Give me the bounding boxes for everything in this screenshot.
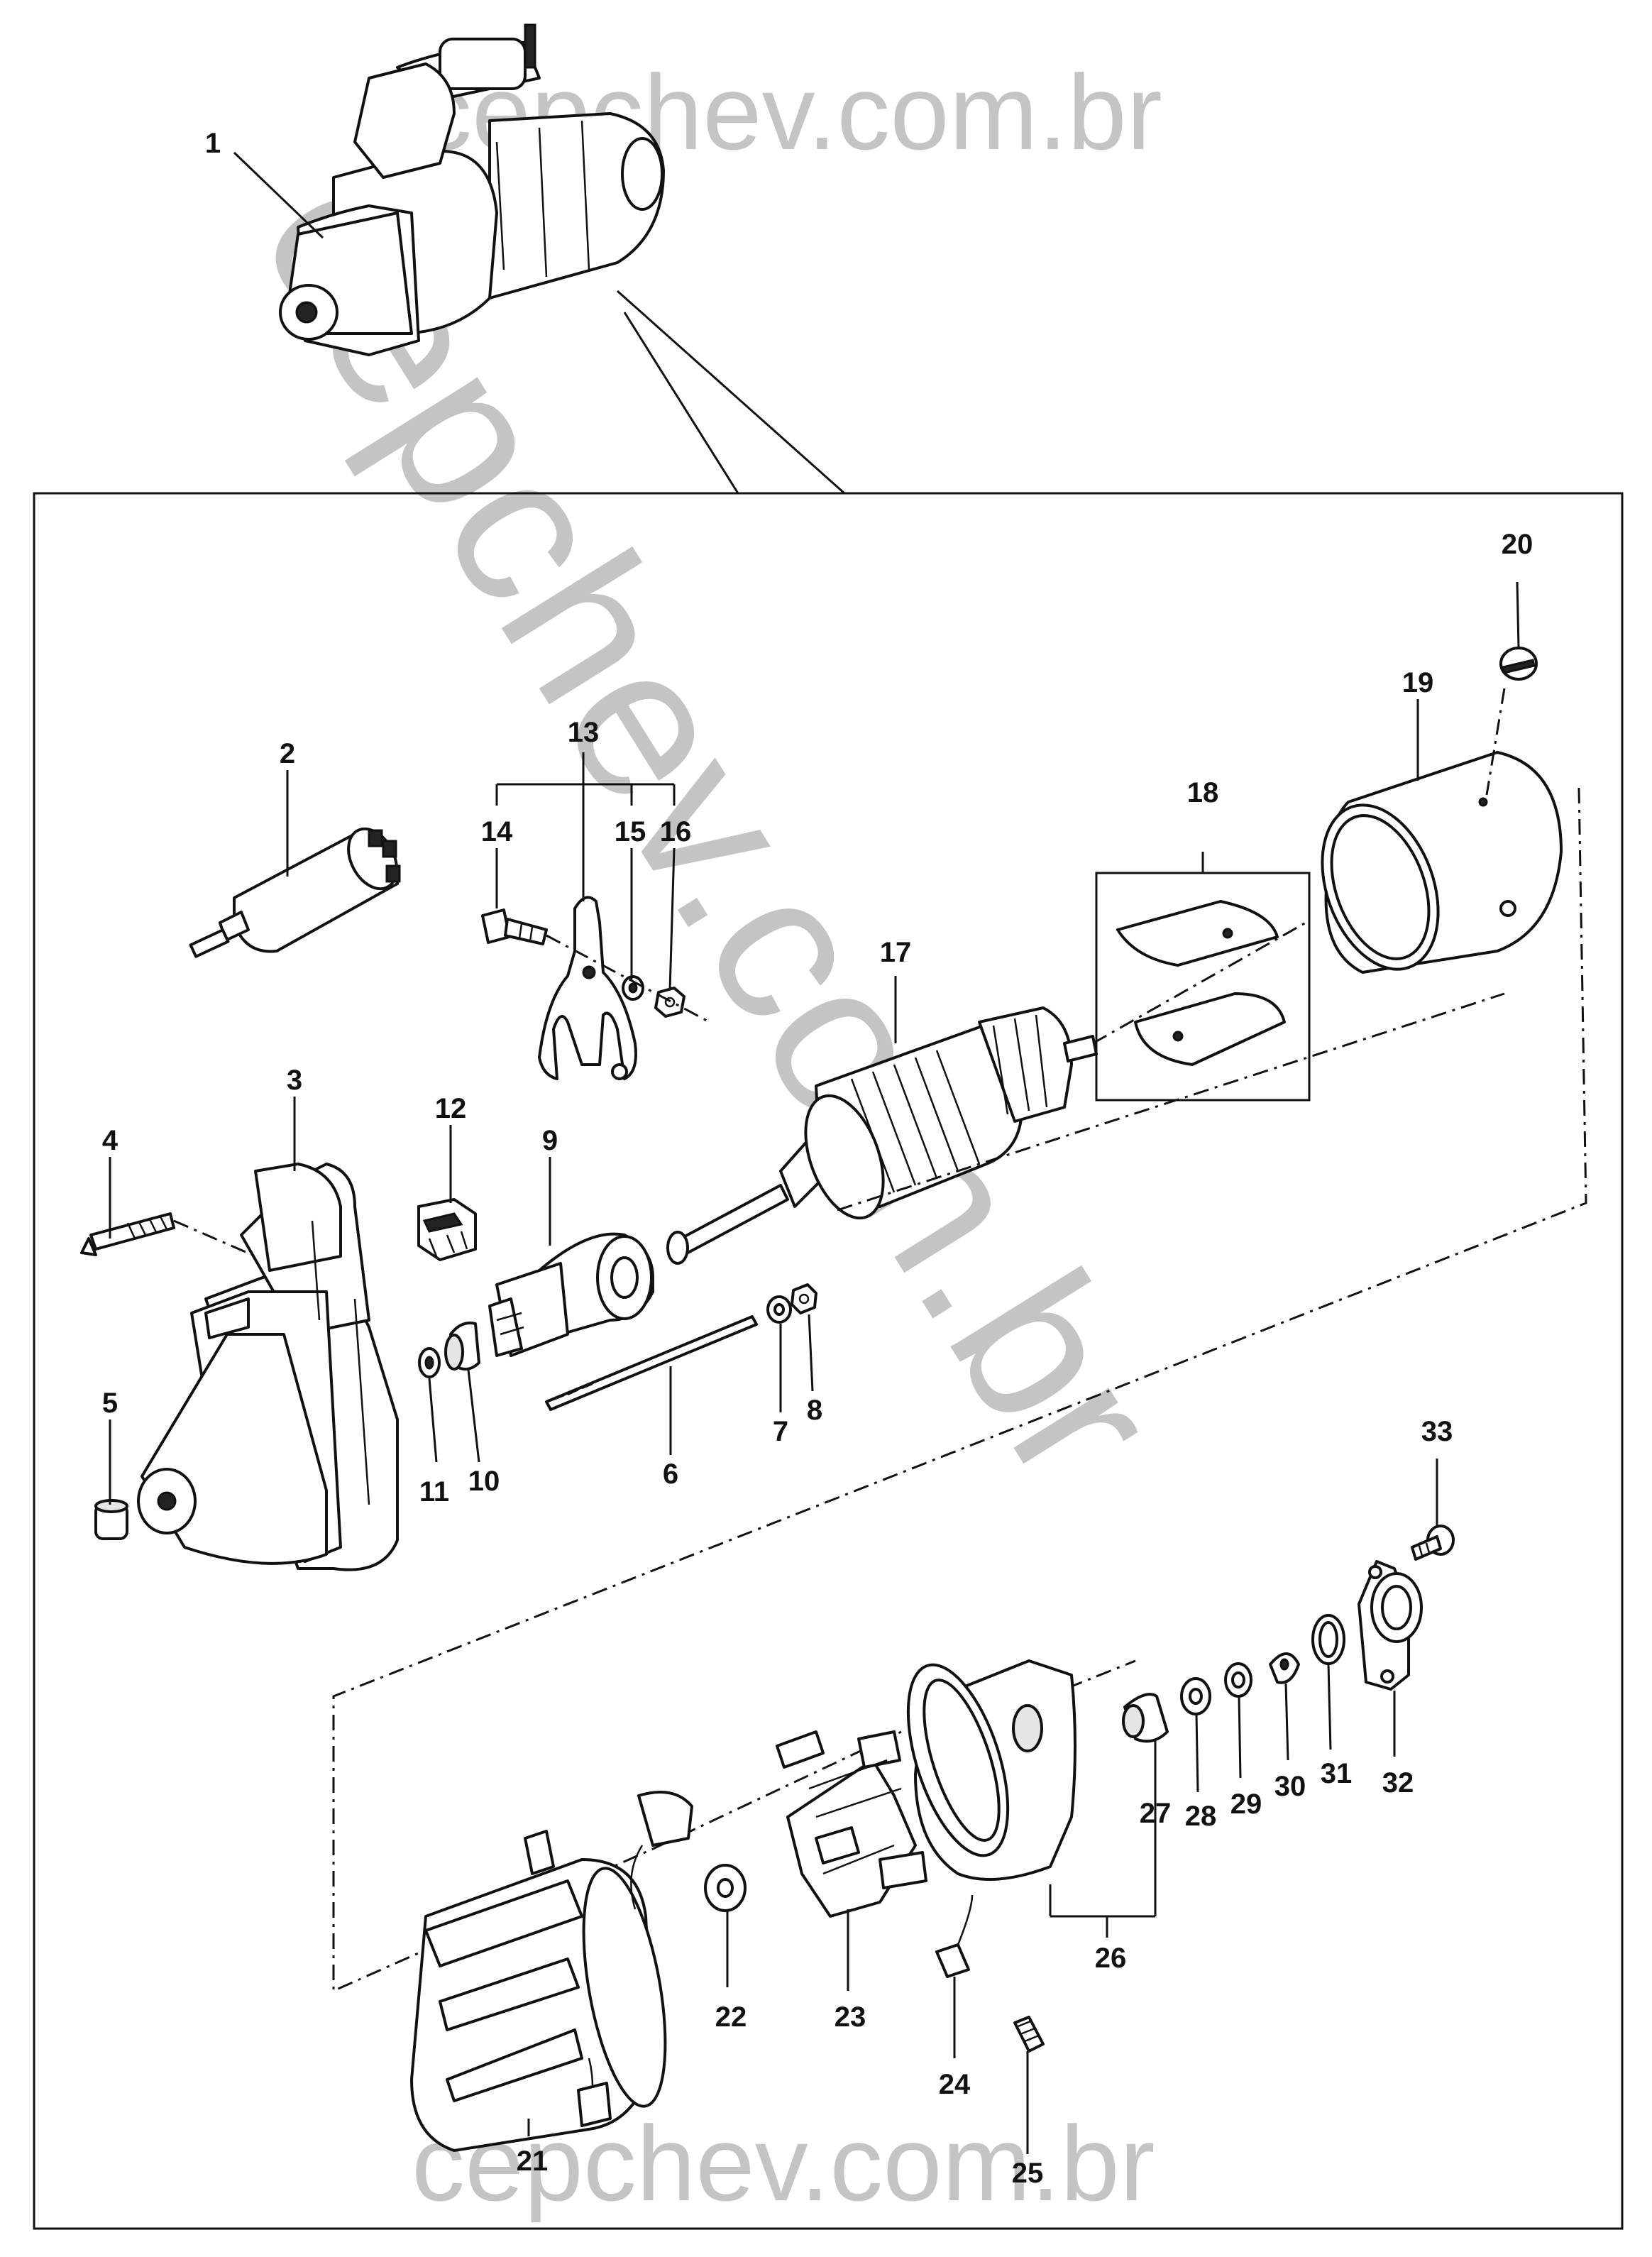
callout-32: 32 [1382,1767,1414,1799]
pinion-drive [488,1232,654,1357]
callout-3: 3 [287,1065,302,1096]
callout-22: 22 [715,2001,747,2033]
callout-29: 29 [1230,1789,1262,1820]
shift-bushing-12 [417,1198,477,1261]
leader-lines [109,151,1520,2154]
washer-29 [1224,1662,1252,1698]
callout-16: 16 [660,816,692,847]
callout-2: 2 [280,738,295,769]
callout-1: 1 [205,128,221,159]
shift-fork-lever [538,896,637,1080]
callout-12: 12 [435,1093,467,1124]
callout-28: 28 [1185,1801,1217,1832]
field-magnets [1095,852,1311,1102]
callout-18: 18 [1187,777,1219,808]
commutator-end-frame [906,1659,1076,1881]
callout-21: 21 [517,2146,549,2177]
brush-plate [776,1730,927,1918]
seal-ring-31 [1311,1614,1345,1665]
end-cap-screw [1411,1525,1455,1561]
motor-yoke [1321,751,1563,974]
callout-13: 13 [568,717,600,748]
callout-33: 33 [1421,1416,1453,1447]
washer-15 [622,975,644,1001]
yoke-screw [1485,647,1538,796]
spring-25 [1013,2016,1045,2053]
callout-23: 23 [835,2001,866,2033]
callout-7: 7 [773,1416,788,1447]
housing-bolt [80,1212,256,1258]
washer-28 [1180,1677,1211,1715]
callout-14: 14 [481,816,513,847]
callout-6: 6 [663,1459,678,1490]
solenoid [189,827,401,958]
bushing-27 [1122,1693,1169,1743]
detail-frame [33,290,1624,2230]
pivot-bolt [481,908,548,945]
callout-27: 27 [1140,1798,1172,1829]
nut-16 [546,934,710,1023]
washer-22 [704,1864,747,1912]
callout-9: 9 [542,1125,558,1156]
through-bolt [545,1315,758,1411]
brush-cage [410,1791,693,2152]
nut-8 [791,1283,817,1314]
callout-26: 26 [1095,1943,1127,1974]
sleeve-10 [444,1322,480,1371]
callout-10: 10 [468,1466,500,1497]
nose-bushing [94,1499,128,1540]
end-cap [1358,1560,1423,1691]
callout-15: 15 [615,816,646,847]
callout-31: 31 [1321,1758,1353,1789]
callout-20: 20 [1502,529,1533,560]
callout-17: 17 [880,937,912,968]
clip-30 [1269,1652,1300,1684]
callout-5: 5 [102,1388,118,1419]
callout-19: 19 [1402,667,1434,698]
callout-8: 8 [807,1395,822,1426]
callout-24: 24 [939,2069,971,2100]
callout-25: 25 [1012,2158,1044,2189]
snap-ring-11 [418,1347,441,1378]
callout-11: 11 [419,1476,449,1508]
brush-24 [935,1894,974,1978]
callout-labels: 1 2 3 4 5 6 7 8 9 10 11 12 13 14 15 16 1… [102,128,1533,2189]
callout-4: 4 [102,1125,119,1156]
starter-motor-assembly [279,23,665,356]
callout-30: 30 [1274,1771,1306,1802]
washer-7 [766,1295,792,1324]
armature [666,921,1306,1265]
callout-bracket-13 [495,752,676,991]
drive-end-housing [137,1163,399,1571]
